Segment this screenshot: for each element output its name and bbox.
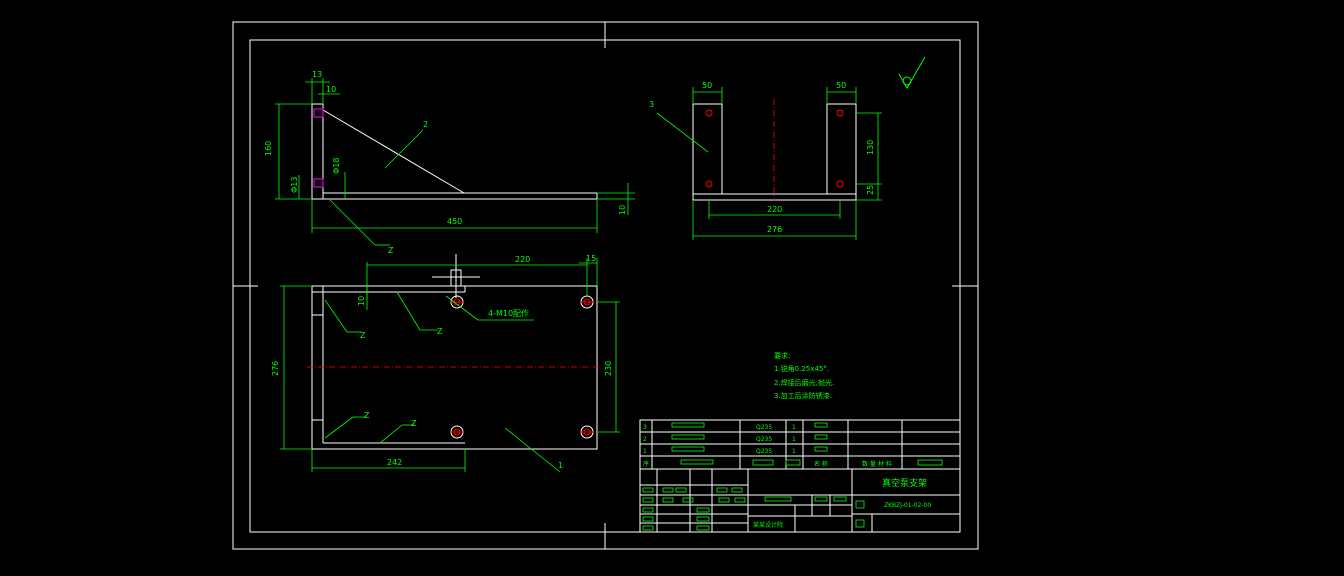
header-material: 材 料 (878, 460, 892, 468)
qty-2: 1 (792, 436, 796, 443)
qty-1: 1 (792, 448, 796, 455)
dim-50-left: 50 (702, 81, 712, 90)
dim-phi13: Φ13 (290, 177, 299, 193)
side-view-dimensions (275, 78, 635, 246)
weld-symbol-2: Z (437, 327, 443, 336)
note-3: 3.加工后涂防锈漆. (774, 391, 832, 400)
material-2: Q235 (756, 436, 772, 443)
front-holes (705, 109, 844, 188)
dim-10-top: 10 (326, 85, 336, 94)
dim-276-plan: 276 (271, 361, 280, 376)
dim-220-plan: 220 (515, 255, 530, 264)
title-block-text-placeholders (642, 422, 943, 531)
header-seq: 序 (643, 460, 649, 468)
side-hidden-holes (313, 108, 324, 188)
row-label-3: 3 (643, 424, 647, 431)
balloon-3: 3 (649, 100, 654, 109)
qty-3: 1 (792, 424, 796, 431)
weld-leader-4 (379, 424, 403, 444)
front-view-dimensions (656, 87, 882, 240)
row-label-1: 1 (643, 448, 647, 455)
leader-3 (656, 112, 709, 153)
hole-callout: 4-M10配作 (488, 308, 529, 318)
dim-10-right: 10 (618, 205, 627, 215)
weld-symbol-3: Z (364, 411, 370, 420)
title-block-grid (639, 419, 961, 533)
dim-13: 13 (312, 70, 322, 79)
dim-25: 25 (866, 185, 875, 195)
weld-symbol-1: Z (360, 331, 366, 340)
dim-220-front: 220 (767, 205, 782, 214)
title-block: 3 2 1 Q235 Q235 Q235 1 1 1 序 名 称 数 量 材 料… (639, 419, 961, 533)
dim-230: 230 (604, 361, 613, 376)
weld-symbol-4: Z (411, 419, 417, 428)
plan-view-dimensions (280, 258, 620, 473)
dim-276-front: 276 (767, 225, 782, 234)
plan-view: 220 15 10 276 230 242 4-M10配作 1 Z Z Z Z (271, 254, 620, 473)
note-2: 2.焊接后磨光,抛光. (774, 378, 834, 387)
leader-2 (384, 129, 424, 169)
plan-view-geometry (311, 254, 598, 450)
balloon-1: 1 (558, 461, 563, 470)
drawing-number: ZKBZJ-01-02-00 (884, 502, 931, 509)
front-view: 50 50 130 25 220 276 3 (649, 81, 882, 240)
dim-phi18: Φ18 (332, 158, 341, 174)
material-1: Q235 (756, 448, 772, 455)
surface-roughness-symbol (898, 56, 926, 90)
company-name: 某某设计院 (753, 521, 783, 529)
header-qty: 数 量 (862, 460, 876, 468)
technical-notes: 要求: 1.锐角0.25x45°. 2.焊接后磨光,抛光. 3.加工后涂防锈漆. (774, 351, 834, 400)
side-view: 13 10 160 Φ13 Φ18 450 10 2 Z (264, 70, 635, 255)
front-view-geometry (692, 103, 857, 201)
leader-1 (504, 427, 561, 473)
header-name: 名 称 (814, 460, 828, 468)
notes-heading: 要求: (774, 351, 790, 360)
row-label-2: 2 (643, 436, 647, 443)
leader-hole-callout (445, 295, 479, 321)
weld-leader-3 (324, 416, 354, 439)
weld-leader-2 (396, 291, 421, 331)
dim-450: 450 (447, 217, 462, 226)
dim-130: 130 (866, 140, 875, 155)
drawing-name: 真空泵支架 (882, 477, 927, 489)
weld-symbol-side: Z (388, 246, 394, 255)
weld-leader-1 (324, 299, 348, 333)
side-view-geometry (311, 103, 598, 200)
gusset-edge (322, 109, 465, 194)
dim-50-right: 50 (836, 81, 846, 90)
dim-242: 242 (387, 458, 402, 467)
note-1: 1.锐角0.25x45°. (774, 364, 829, 373)
dim-10-plan: 10 (357, 296, 366, 306)
balloon-2: 2 (423, 120, 428, 129)
weld-leader-side (329, 199, 376, 246)
dim-160: 160 (264, 141, 273, 156)
sheet-frame (232, 21, 979, 550)
dim-15: 15 (586, 254, 596, 263)
material-3: Q235 (756, 424, 772, 431)
